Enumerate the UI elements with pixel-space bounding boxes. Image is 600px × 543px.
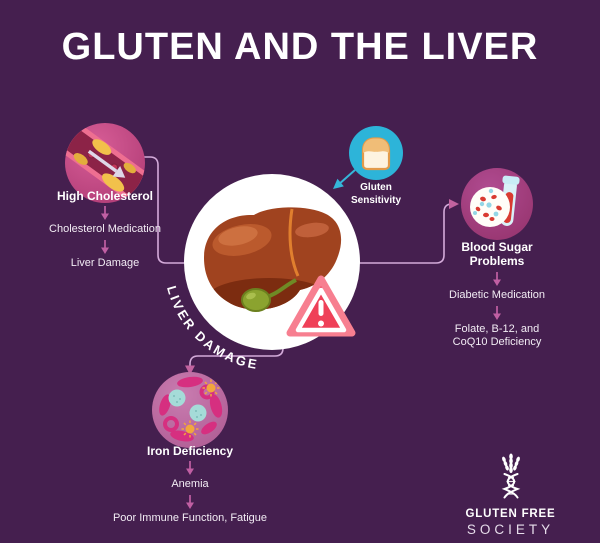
branch-title: Iron Deficiency	[146, 444, 234, 458]
branch-step: Poor Immune Function, Fatigue	[112, 512, 268, 525]
warning-icon	[284, 271, 358, 345]
iron-deficiency-branch: Iron Deficiency Anemia Poor Immune Funct…	[70, 444, 310, 526]
liver-icon	[204, 207, 342, 312]
blood-cells-icon	[152, 372, 228, 448]
branch-step: Folate, B-12, and CoQ10 Deficiency	[452, 322, 542, 349]
blood-sugar-circle	[461, 168, 533, 240]
iron-deficiency-circle	[152, 372, 228, 448]
gluten-circle	[349, 126, 403, 180]
artery-icon	[65, 123, 145, 203]
high-cholesterol-circle	[65, 123, 145, 203]
branch-step: Anemia	[171, 478, 209, 491]
blood-sugar-branch: Blood Sugar Problems Diabetic Medication…	[407, 240, 587, 350]
high-cholesterol-branch: High Cholesterol Cholesterol Medication …	[15, 189, 195, 271]
brand-logo: GLUTEN FREE SOCIETY	[440, 453, 581, 537]
branch-step: Cholesterol Medication	[49, 223, 161, 236]
bread-icon	[349, 126, 403, 180]
down-arrow-icon	[186, 461, 194, 476]
page-title: GLUTEN AND THE LIVER	[61, 26, 539, 68]
arrowhead-right-icon	[449, 199, 459, 209]
down-arrow-icon	[493, 305, 501, 320]
down-arrow-icon	[493, 271, 501, 286]
down-arrow-icon	[101, 240, 109, 255]
blood-vial-icon	[461, 168, 533, 240]
down-arrow-icon	[101, 206, 109, 221]
brand-name-bottom: SOCIETY	[466, 522, 555, 537]
branch-step: Liver Damage	[70, 257, 140, 270]
branch-title: High Cholesterol	[56, 189, 153, 203]
branch-step: Diabetic Medication	[449, 288, 545, 301]
gluten-sensitivity-label: Gluten Sensitivity	[350, 182, 402, 206]
down-arrow-icon	[186, 495, 194, 510]
brand-name-top: GLUTEN FREE	[465, 508, 556, 520]
branch-title: Blood Sugar Problems	[461, 240, 533, 269]
wheat-dna-icon	[501, 453, 520, 499]
